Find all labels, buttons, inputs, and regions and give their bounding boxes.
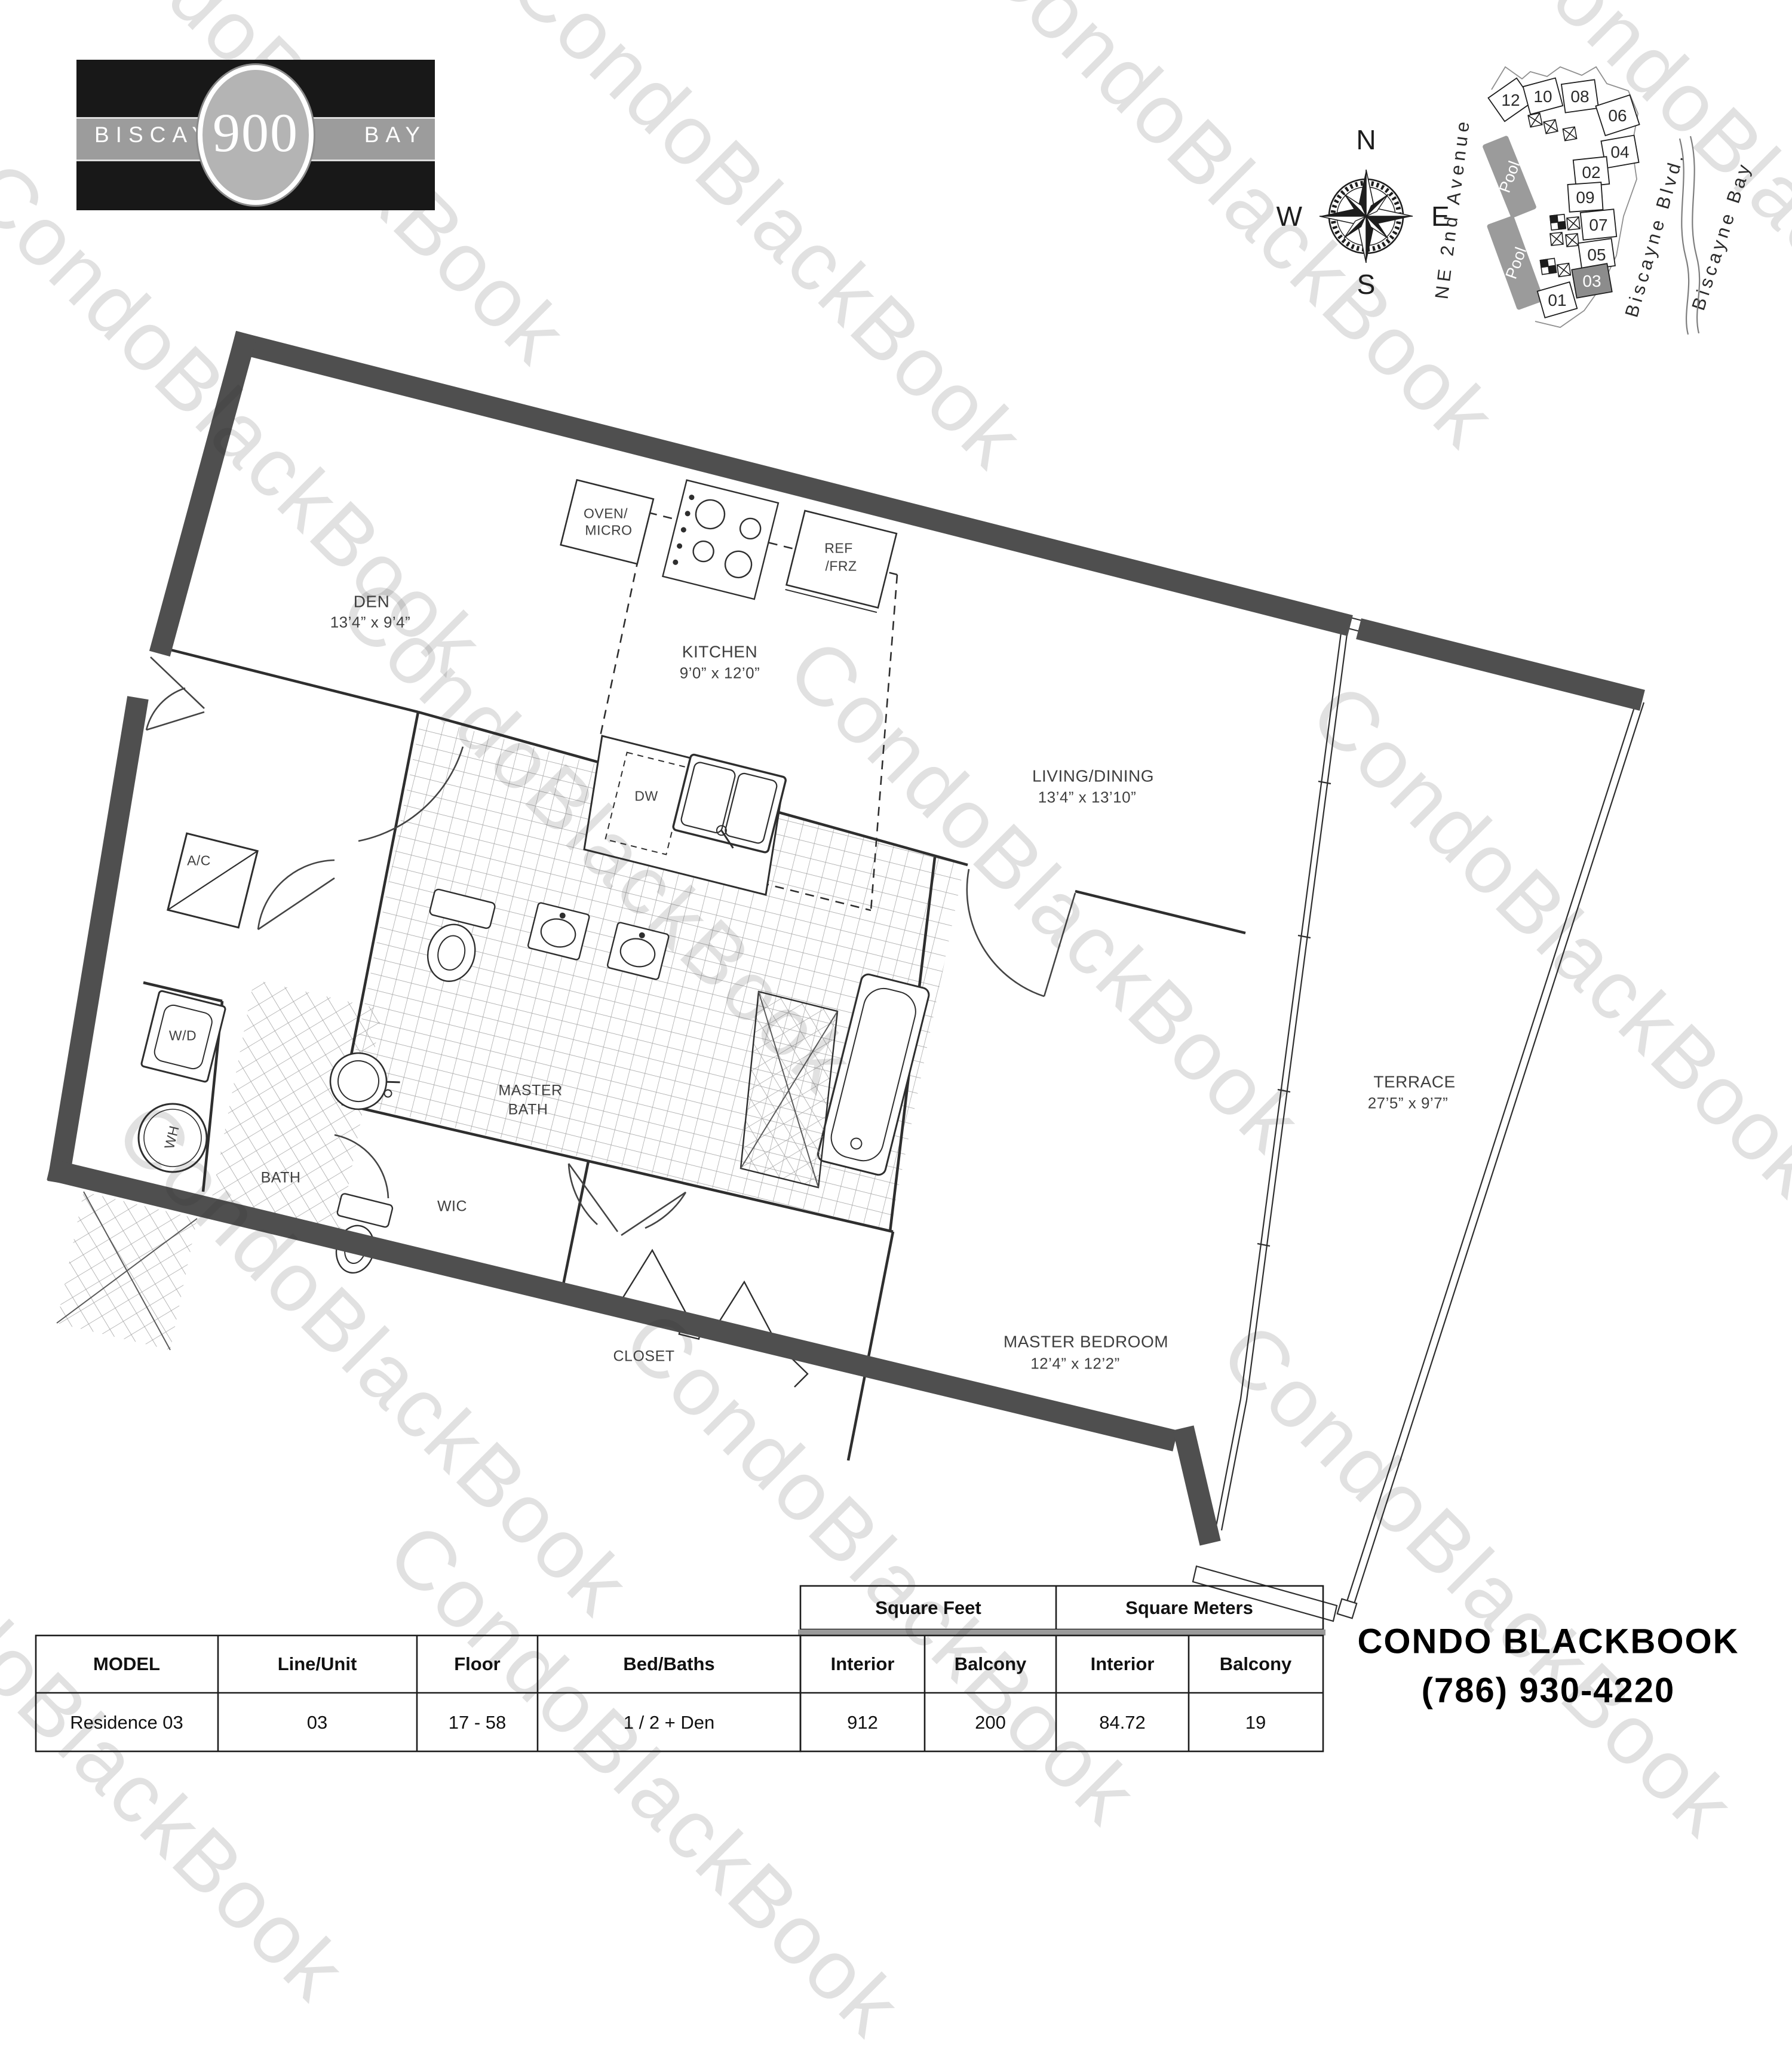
col-header-interior-sf: Interior [830, 1653, 895, 1674]
value-bed-baths: 1 / 2 + Den [623, 1712, 715, 1733]
street-biscayne-bay: Biscayne Bay [1687, 159, 1756, 313]
street-biscayne-blvd: Biscayne Blvd. [1621, 149, 1688, 320]
logo-number: 900 [213, 102, 299, 163]
washer-dryer [140, 990, 226, 1083]
hall-tile-floor [209, 980, 382, 1242]
terrace-dim: 27’5” x 9’7” [1367, 1094, 1449, 1112]
living-dining-label: LIVING/DINING [1032, 766, 1155, 785]
fridge-label-1: REF [824, 540, 853, 556]
biscayne-900-bay-logo: BISCAYNE BAY 900 [76, 60, 435, 210]
floorplan-drawing: N S W E Pool Pool 12 [35, 66, 1756, 1753]
contact-name: CONDO BLACKBOOK [1357, 1622, 1739, 1661]
col-header-floor: Floor [454, 1653, 501, 1674]
keyplan-pool-2: Pool [1487, 216, 1544, 310]
doors [145, 656, 1076, 1236]
closet-label: CLOSET [613, 1348, 675, 1365]
unit-plan [47, 330, 1645, 1622]
keyplan-unit-04: 04 [1610, 143, 1629, 161]
master-bath-label-2: BATH [508, 1101, 548, 1118]
bath-label: BATH [260, 1169, 301, 1186]
col-header-interior-sm: Interior [1090, 1653, 1155, 1674]
kitchen-dim: 9’0” x 12’0” [679, 664, 760, 682]
oven-micro-box [560, 478, 655, 565]
keyplan-pool-1: Pool [1483, 136, 1536, 218]
masterbath-sink-2 [606, 922, 670, 980]
logo-oval [198, 65, 314, 205]
value-balcony-sf: 200 [975, 1712, 1006, 1733]
col-header-balcony-sm: Balcony [1219, 1653, 1292, 1674]
compass-star [1319, 169, 1413, 263]
col-header-balcony-sf: Balcony [954, 1653, 1027, 1674]
group-header-square-feet: Square Feet [875, 1597, 981, 1618]
keyplan-unit-09: 09 [1576, 188, 1594, 207]
living-dining-dim: 13’4” x 13’10” [1038, 788, 1137, 806]
masterbath-toilet [426, 888, 496, 982]
oven-micro-label-1: OVEN/ [583, 505, 628, 521]
kitchen-island [583, 735, 787, 896]
guest-sink [329, 1052, 400, 1110]
spec-table-grid [35, 1585, 1325, 1753]
logo-text-right: BAY [364, 122, 426, 147]
terrace-label: TERRACE [1373, 1072, 1456, 1091]
kitchen-label: KITCHEN [682, 642, 758, 661]
keyplan-units: 12 10 08 06 04 02 09 07 05 03 01 [1487, 77, 1640, 318]
master-bedroom-dim: 12’4” x 12’2” [1030, 1354, 1120, 1373]
compass-rose: N S W E [1277, 124, 1450, 300]
value-model: Residence 03 [70, 1712, 183, 1733]
washer-dryer-label: W/D [168, 1027, 197, 1044]
keyplan-unit-08: 08 [1570, 87, 1589, 106]
den-label: DEN [353, 592, 390, 611]
ac-closet [167, 832, 259, 929]
dishwasher-label: DW [634, 788, 658, 804]
fridge-box [785, 510, 898, 613]
value-interior-sf: 912 [847, 1712, 878, 1733]
masterbath-sink-1 [527, 902, 590, 961]
outer-walls [47, 330, 1645, 1546]
oven-micro-label-2: MICRO [585, 522, 633, 538]
guest-shower-x [56, 1191, 198, 1351]
keyplan-unit-05: 05 [1587, 246, 1606, 264]
group-header-square-meters: Square Meters [1125, 1597, 1253, 1618]
keyplan-unit-07: 07 [1589, 216, 1607, 234]
value-line-unit: 03 [306, 1712, 328, 1733]
water-heater [137, 1103, 208, 1173]
terrace-window-wall [1214, 613, 1372, 1531]
bathtub [817, 973, 930, 1176]
compass-s: S [1357, 269, 1376, 300]
keyplan-core-symbols [1527, 112, 1581, 278]
fridge-label-2: /FRZ [825, 558, 857, 574]
masterbath-shower [739, 990, 839, 1189]
value-floor: 17 - 58 [448, 1712, 507, 1733]
keyplan-unit-03-highlighted: 03 [1582, 272, 1601, 290]
keyplan-unit-01: 01 [1548, 291, 1566, 309]
bay-wave-line-1 [1679, 138, 1690, 335]
value-interior-sm: 84.72 [1099, 1712, 1146, 1733]
bay-wave-line-2 [1689, 136, 1701, 334]
contact-phone: (786) 930-4220 [1421, 1671, 1676, 1710]
wic-label: WIC [437, 1198, 468, 1215]
terrace-rail [1192, 699, 1645, 1622]
value-balcony-sm: 19 [1245, 1712, 1266, 1733]
keyplan-unit-12: 12 [1501, 91, 1520, 109]
kitchen-sink [672, 753, 787, 854]
keyplan: Pool Pool 12 10 08 06 [1431, 66, 1756, 335]
cooktop [662, 479, 780, 600]
keyplan-unit-10: 10 [1533, 87, 1552, 106]
col-header-model: MODEL [93, 1653, 160, 1674]
den-dim: 13’4” x 9’4” [330, 613, 411, 631]
master-bath-label-1: MASTER [498, 1082, 563, 1099]
compass-w: W [1277, 201, 1303, 232]
keyplan-unit-02: 02 [1582, 163, 1600, 182]
master-bedroom-label: MASTER BEDROOM [1003, 1332, 1169, 1351]
col-header-line-unit: Line/Unit [277, 1653, 357, 1674]
ac-label: A/C [187, 852, 211, 869]
col-header-bed-baths: Bed/Baths [623, 1653, 715, 1674]
compass-e: E [1431, 201, 1450, 232]
compass-n: N [1356, 124, 1376, 155]
keyplan-unit-06: 06 [1608, 106, 1627, 125]
